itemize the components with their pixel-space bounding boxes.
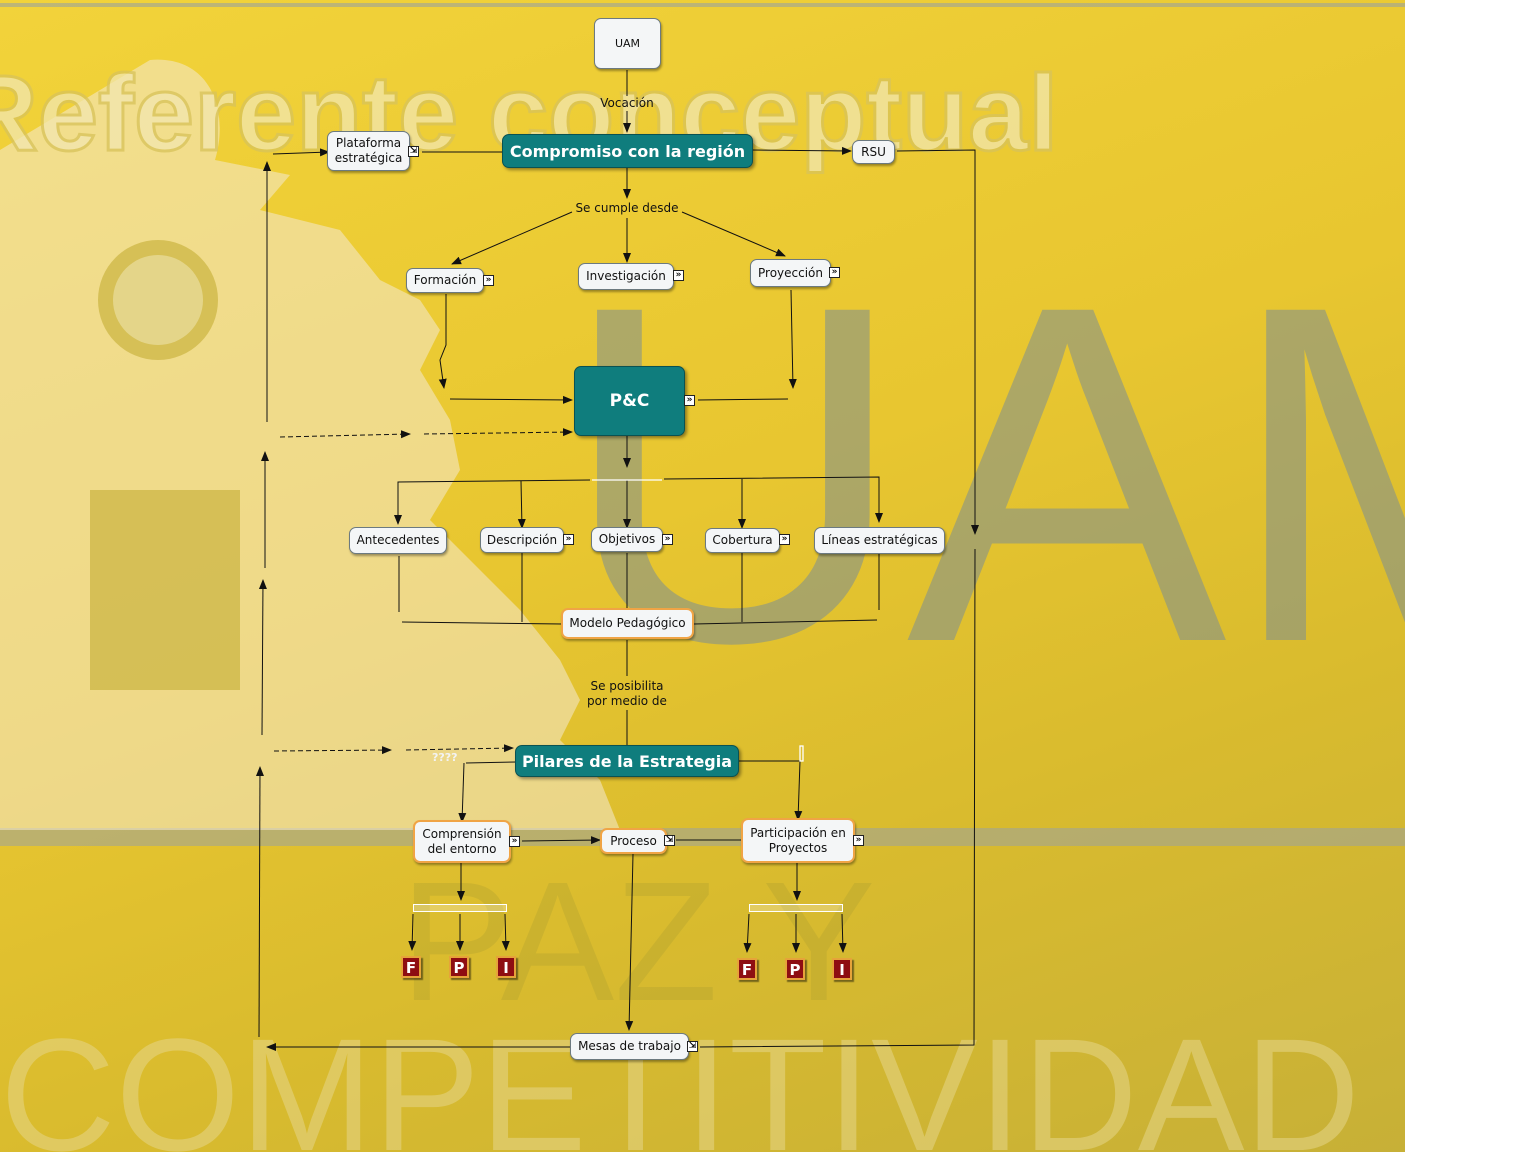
concept-comprension-entorno[interactable]: Comprensión del entorno	[413, 820, 511, 863]
concept-mesas-trabajo[interactable]: Mesas de trabajo	[570, 1033, 689, 1060]
concept-participacion-proyectos[interactable]: Participación en Proyectos	[741, 818, 855, 863]
concept-pilares-estrategia[interactable]: Pilares de la Estrategia	[515, 745, 739, 777]
expand-chevron-icon[interactable]: »	[563, 534, 574, 545]
expand-chevron-icon[interactable]: »	[509, 836, 520, 847]
expand-chevron-icon[interactable]: »	[673, 270, 684, 281]
resource-p-icon[interactable]: P	[449, 956, 469, 978]
expand-chevron-icon[interactable]: »	[684, 395, 695, 406]
concept-formacion[interactable]: Formación	[406, 268, 484, 293]
concept-compromiso-region[interactable]: Compromiso con la región	[502, 134, 753, 168]
expand-chevron-icon[interactable]: »	[853, 835, 864, 846]
concept-participacion-line2: Proyectos	[768, 840, 828, 855]
concept-plataforma-line1: Plataforma	[335, 136, 402, 150]
link-label-se-cumple: Se cumple desde	[575, 201, 679, 215]
concept-rsu[interactable]: RSU	[852, 140, 895, 164]
connector-layer	[255, 70, 979, 1051]
resource-p-icon[interactable]: P	[785, 958, 805, 980]
link-label-se-posibilita-line2: por medio de	[587, 694, 667, 708]
background-layer: UAM PAZ Y COMPETITIVIDAD Referente conce…	[0, 3, 1405, 1152]
expand-chevron-icon[interactable]: »	[829, 267, 840, 278]
link-label-se-posibilita: Se posibilita por medio de	[580, 679, 674, 709]
concept-objetivos[interactable]: Objetivos	[591, 527, 663, 552]
link-out-icon[interactable]: ⇲	[408, 146, 419, 157]
watermark-competitividad: COMPETITIVIDAD	[0, 1005, 1360, 1152]
watermark-uam: UAM	[560, 205, 1405, 742]
concept-plataforma-line2: estratégica	[334, 151, 403, 165]
link-label-question: ????	[432, 751, 458, 764]
link-out-icon[interactable]: ⇲	[664, 835, 675, 846]
concept-investigacion[interactable]: Investigación	[578, 263, 674, 290]
resource-group-bar	[749, 904, 843, 912]
concept-cobertura[interactable]: Cobertura	[705, 528, 780, 553]
concept-proceso[interactable]: Proceso	[600, 828, 667, 854]
resource-i-icon[interactable]: I	[496, 956, 516, 978]
concept-lineas-estrategicas[interactable]: Líneas estratégicas	[814, 527, 945, 554]
expand-chevron-icon[interactable]: »	[662, 534, 673, 545]
resource-i-icon[interactable]: I	[832, 958, 852, 980]
concept-modelo-pedagogico[interactable]: Modelo Pedagógico	[561, 608, 694, 639]
concept-uam[interactable]: UAM	[594, 18, 661, 69]
link-label-vocacion: Vocación	[600, 96, 654, 110]
concept-comprension-line2: del entorno	[427, 841, 497, 856]
concept-comprension-line1: Comprensión	[422, 826, 502, 841]
concept-pyc[interactable]: P&C	[574, 366, 685, 436]
link-label-se-posibilita-line1: Se posibilita	[590, 679, 664, 693]
concept-map-canvas: UAM PAZ Y COMPETITIVIDAD Referente conce…	[0, 0, 1405, 1152]
resource-f-icon[interactable]: F	[401, 956, 421, 978]
expand-chevron-icon[interactable]: »	[483, 275, 494, 286]
concept-descripcion[interactable]: Descripción	[480, 527, 564, 553]
concept-proyeccion[interactable]: Proyección	[750, 259, 831, 287]
concept-plataforma-estrategica[interactable]: Plataforma estratégica	[327, 131, 410, 171]
concept-antecedentes[interactable]: Antecedentes	[349, 527, 447, 554]
link-out-icon[interactable]: ⇲	[687, 1041, 698, 1052]
concept-participacion-line1: Participación en	[750, 825, 846, 840]
expand-chevron-icon[interactable]: »	[779, 534, 790, 545]
resource-f-icon[interactable]: F	[737, 958, 757, 980]
resource-group-bar	[413, 904, 507, 912]
